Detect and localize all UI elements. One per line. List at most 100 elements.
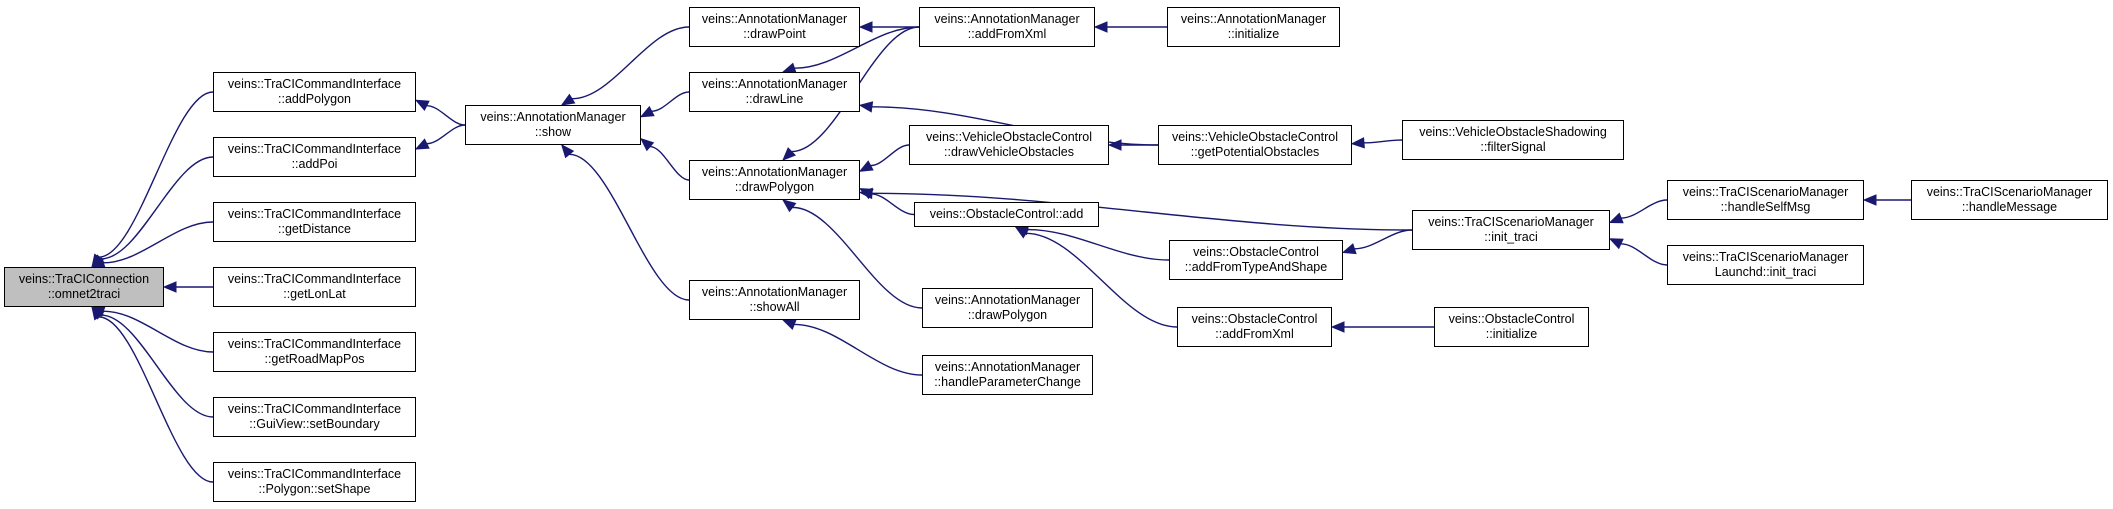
node-getDistance[interactable]: veins::TraCICommandInterface::getDistanc…	[213, 202, 416, 242]
node-label-line: ::GuiView::setBoundary	[249, 417, 380, 431]
node-addPolygon[interactable]: veins::TraCICommandInterface::addPolygon	[213, 72, 416, 112]
node-ocAdd[interactable]: veins::ObstacleControl::add	[914, 202, 1099, 227]
arrowhead	[162, 281, 177, 293]
edge-addFromXmlAM-to-drawLine	[794, 26, 920, 69]
arrowhead	[1608, 212, 1624, 224]
edge-initTraci-to-addFromTypeAndShape	[1354, 229, 1413, 250]
node-label-line: ::addFromTypeAndShape	[1184, 260, 1328, 274]
node-label-line: ::initialize	[1227, 27, 1280, 41]
node-label-line: veins::ObstacleControl	[1191, 312, 1318, 326]
node-drawPolygon1[interactable]: veins::AnnotationManager::drawPolygon	[689, 160, 860, 200]
node-getLonLat[interactable]: veins::TraCICommandInterface::getLonLat	[213, 267, 416, 307]
arrowhead	[858, 21, 873, 33]
edge-show-to-addPoi	[426, 124, 466, 145]
arrowhead	[560, 93, 576, 106]
edge-setBoundary-to-root	[100, 314, 214, 418]
node-label-line: veins::VehicleObstacleShadowing	[1419, 125, 1607, 139]
node-root[interactable]: veins::TraCIConnection::omnet2traci	[4, 267, 164, 307]
node-drawPolygon2[interactable]: veins::AnnotationManager::drawPolygon	[922, 288, 1093, 328]
arrowhead	[560, 143, 575, 159]
edge-showAll-to-show	[569, 153, 690, 301]
arrowhead	[858, 160, 874, 172]
node-label-line: ::init_traci	[1484, 230, 1538, 244]
arrowhead	[782, 199, 797, 213]
node-label-line: ::Polygon::setShape	[258, 482, 371, 496]
node-label-line: veins::AnnotationManager	[934, 360, 1081, 374]
node-getPotentialObstacles[interactable]: veins::VehicleObstacleControl::getPotent…	[1158, 125, 1352, 165]
node-label-line: ::filterSignal	[1480, 140, 1546, 154]
arrowhead	[782, 147, 797, 161]
edge-drawLine-to-show	[651, 91, 690, 112]
node-showAll[interactable]: veins::AnnotationManager::showAll	[689, 280, 860, 320]
edge-addFromTypeAndShape-to-ocAdd	[1027, 228, 1170, 261]
node-label-line: ::drawPoint	[743, 27, 806, 41]
node-show[interactable]: veins::AnnotationManager::show	[465, 105, 641, 145]
edge-ocAdd-to-drawPolygon1	[870, 193, 915, 216]
node-setShape[interactable]: veins::TraCICommandInterface::Polygon::s…	[213, 462, 416, 502]
edge-drawPolygon1-to-show	[649, 145, 690, 181]
arrowhead	[781, 319, 797, 330]
arrowhead	[1107, 139, 1122, 151]
node-label-line: veins::TraCIScenarioManager	[1926, 185, 2093, 199]
arrowhead	[1341, 243, 1357, 255]
node-addFromXmlAM[interactable]: veins::AnnotationManager::addFromXml	[919, 7, 1095, 47]
node-label-line: ::showAll	[749, 300, 800, 314]
edge-addPolygon-to-root	[98, 91, 214, 258]
arrowhead	[1608, 238, 1624, 250]
node-filterSignal[interactable]: veins::VehicleObstacleShadowing::filterS…	[1402, 120, 1624, 160]
node-label-line: veins::VehicleObstacleControl	[1171, 130, 1339, 144]
node-label-line: ::drawLine	[745, 92, 804, 106]
node-label-line: veins::TraCIConnection	[18, 272, 150, 286]
node-handleParameterChange[interactable]: veins::AnnotationManager::handleParamete…	[922, 355, 1093, 395]
arrowhead	[858, 101, 874, 113]
node-label-line: veins::AnnotationManager	[701, 77, 848, 91]
node-label-line: ::drawPolygon	[734, 180, 815, 194]
node-label-line: ::getRoadMapPos	[264, 352, 365, 366]
node-label-line: veins::TraCICommandInterface	[227, 77, 402, 91]
edge-initTraci-to-drawPolygon1	[871, 192, 1413, 231]
node-getRoadMapPos[interactable]: veins::TraCICommandInterface::getRoadMap…	[213, 332, 416, 372]
node-drawPoint[interactable]: veins::AnnotationManager::drawPoint	[689, 7, 860, 47]
arrowhead	[1093, 21, 1108, 33]
node-initTraci[interactable]: veins::TraCIScenarioManager::init_traci	[1412, 210, 1610, 250]
node-initializeAM[interactable]: veins::AnnotationManager::initialize	[1167, 7, 1340, 47]
node-label-line: veins::AnnotationManager	[701, 285, 848, 299]
node-drawVehicleObstacles[interactable]: veins::VehicleObstacleControl::drawVehic…	[909, 125, 1109, 165]
node-initializeOC[interactable]: veins::ObstacleControl::initialize	[1434, 307, 1589, 347]
node-handleSelfMsg[interactable]: veins::TraCIScenarioManager::handleSelfM…	[1667, 180, 1864, 220]
node-label-line: ::drawVehicleObstacles	[944, 145, 1074, 159]
node-addFromXmlOC[interactable]: veins::ObstacleControl::addFromXml	[1177, 307, 1332, 347]
edge-launchdInitTraci-to-initTraci	[1620, 243, 1668, 266]
arrowhead	[414, 99, 430, 112]
node-label-line: ::show	[534, 125, 572, 139]
node-drawLine[interactable]: veins::AnnotationManager::drawLine	[689, 72, 860, 112]
node-label-line: ::omnet2traci	[47, 287, 121, 301]
node-label-line: veins::TraCICommandInterface	[227, 207, 402, 221]
edge-getRoadMapPos-to-root	[103, 310, 214, 353]
node-label-line: Launchd::init_traci	[1714, 265, 1817, 279]
node-label-line: ::addPoi	[291, 157, 338, 171]
edge-getDistance-to-root	[103, 221, 214, 264]
arrowhead	[858, 188, 874, 200]
node-label-line: ::getLonLat	[283, 287, 346, 301]
node-label-line: ::initialize	[1485, 327, 1538, 341]
edge-drawVehicleObstacles-to-drawPolygon1	[870, 144, 910, 167]
node-label-line: veins::AnnotationManager	[701, 12, 848, 26]
node-label-line: ::addFromXml	[1215, 327, 1294, 341]
node-label-line: veins::ObstacleControl::add	[929, 207, 1084, 221]
node-label-line: veins::TraCICommandInterface	[227, 337, 402, 351]
edge-filterSignal-to-getPotentialObstacles	[1363, 139, 1403, 144]
node-label-line: veins::AnnotationManager	[480, 110, 626, 124]
node-label-line: veins::AnnotationManager	[1180, 12, 1327, 26]
node-label-line: veins::TraCICommandInterface	[227, 272, 402, 286]
node-addFromTypeAndShape[interactable]: veins::ObstacleControl::addFromTypeAndSh…	[1169, 240, 1343, 280]
node-addPoi[interactable]: veins::TraCICommandInterface::addPoi	[213, 137, 416, 177]
node-label-line: veins::ObstacleControl	[1193, 245, 1319, 259]
node-label-line: veins::VehicleObstacleControl	[925, 130, 1093, 144]
node-handleMessage[interactable]: veins::TraCIScenarioManager::handleMessa…	[1911, 180, 2108, 220]
node-label-line: ::handleSelfMsg	[1720, 200, 1811, 214]
node-setBoundary[interactable]: veins::TraCICommandInterface::GuiView::s…	[213, 397, 416, 437]
